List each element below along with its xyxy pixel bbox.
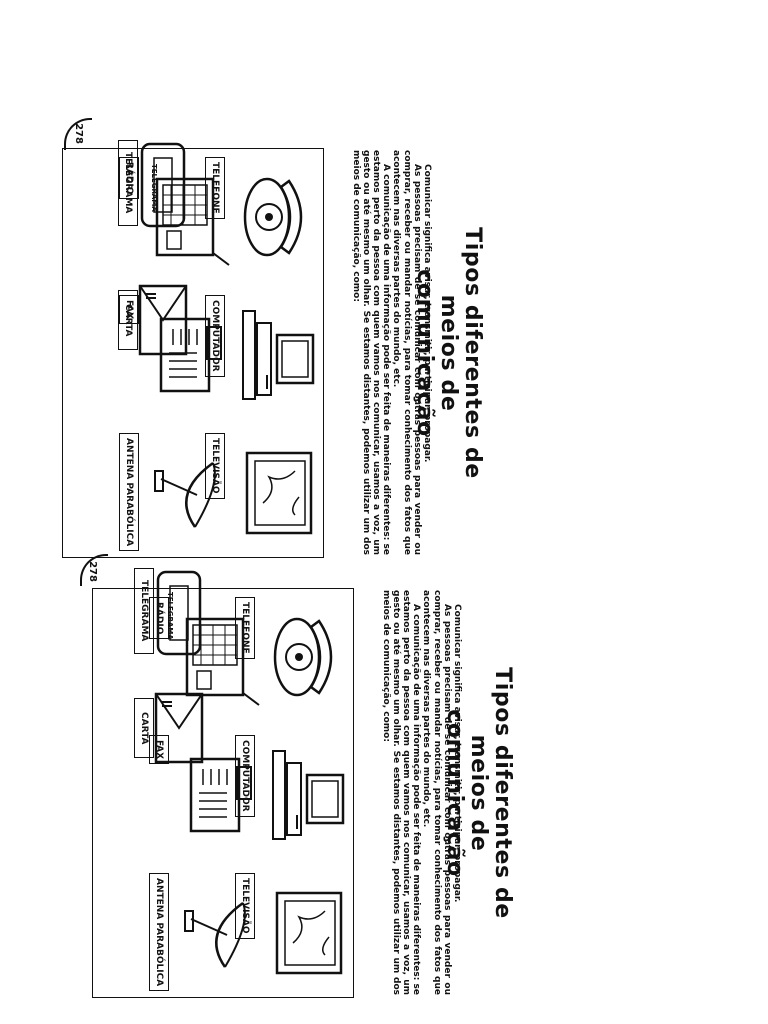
page-corner-arc-right xyxy=(80,554,108,586)
label-letter: CARTA xyxy=(134,698,154,758)
item-label: ANTENA PARABÓLICA xyxy=(119,433,139,552)
label-letter: CARTA xyxy=(118,290,138,350)
telegram-icon xyxy=(156,570,202,656)
telegram-inner-label: TELEGRAMA xyxy=(166,592,174,640)
item-computer: COMPUTADOR xyxy=(201,289,321,419)
satellite-dish-icon xyxy=(184,901,246,968)
telegram-icon xyxy=(140,142,186,228)
paragraph-2: As pessoas precisam de se comunicar com … xyxy=(421,590,452,995)
television-icon xyxy=(275,891,343,975)
item-television: TELEVISÃO xyxy=(231,867,351,997)
telephone-icon xyxy=(273,617,333,697)
paragraph-3: A comunicação de uma informação pode ser… xyxy=(350,150,392,555)
letter-icon xyxy=(138,284,188,356)
paragraph-1: Comunicar significa avisar, transmitir, … xyxy=(452,604,462,903)
computer-icon xyxy=(242,310,315,400)
worksheet-copy-right: Tipos diferentes de meios de comunicação… xyxy=(90,548,522,998)
television-icon xyxy=(245,451,313,535)
item-telephone: TELEFONE xyxy=(231,591,351,721)
worksheet-body: Comunicar significa avisar, transmitir, … xyxy=(350,150,432,555)
paragraph-2: As pessoas precisam de se comunicar com … xyxy=(391,150,422,555)
title-line-1: Tipos diferentes de xyxy=(490,667,515,919)
radio-icon xyxy=(185,617,260,706)
item-computer: COMPUTADOR xyxy=(231,729,351,859)
computer-icon xyxy=(272,750,345,840)
paragraph-1: Comunicar significa avisar, transmitir, … xyxy=(422,164,432,463)
item-satellite-dish: ANTENA PARABÓLICA xyxy=(145,867,265,997)
worksheet-body: Comunicar significa avisar, transmitir, … xyxy=(380,590,462,995)
item-fax: FAX xyxy=(145,729,265,859)
media-grid: TELEFONE COMPUTADOR TELEVISÃO RÁDIO FAX xyxy=(92,588,354,998)
title-line-1: Tipos diferentes de xyxy=(460,227,485,479)
item-radio: RÁDIO xyxy=(145,591,265,721)
worksheet-copy-left-bottom-row: TELEGRAMA TELEGRAMA CARTA xyxy=(96,140,196,360)
label-telegram: TELEGRAMA xyxy=(118,140,138,226)
label-telegram: TELEGRAMA xyxy=(134,568,154,654)
item-label: ANTENA PARABÓLICA xyxy=(149,873,169,992)
letter-icon xyxy=(154,692,204,764)
telegram-inner-label: TELEGRAMA xyxy=(150,164,158,212)
satellite-dish-icon xyxy=(154,461,216,528)
item-telephone: TELEFONE xyxy=(201,151,321,281)
paragraph-3: A comunicação de uma informação pode ser… xyxy=(380,590,422,995)
item-satellite-dish: ANTENA PARABÓLICA xyxy=(115,427,235,557)
item-television: TELEVISÃO xyxy=(201,427,321,557)
fax-icon xyxy=(189,757,252,833)
worksheet-copy-right-bottom-row: TELEGRAMA TELEGRAMA CARTA xyxy=(112,568,212,788)
telephone-icon xyxy=(243,177,303,257)
